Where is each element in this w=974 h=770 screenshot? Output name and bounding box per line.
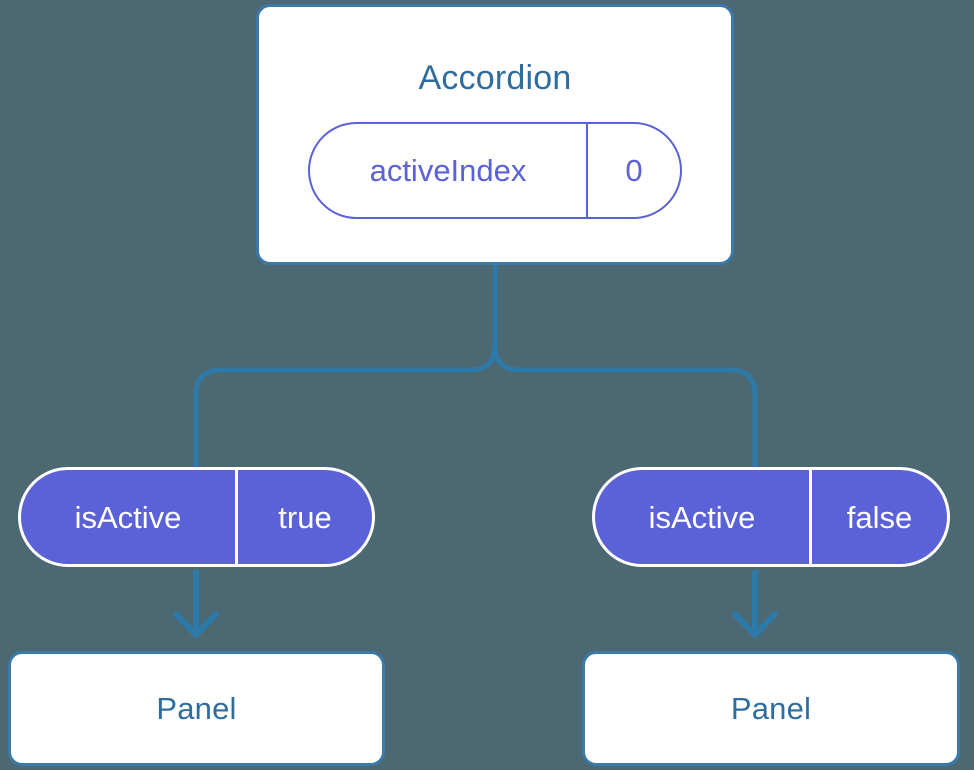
prop-pill-isactive-false[interactable]: isActive false xyxy=(592,467,950,567)
arrow-left-head-icon xyxy=(173,611,219,638)
prop-pill-value: false xyxy=(846,499,913,535)
state-pill-activeindex[interactable]: activeIndex 0 xyxy=(308,122,682,219)
prop-pill-key: isActive xyxy=(21,470,238,564)
state-pill-key: activeIndex xyxy=(310,124,588,217)
arrow-right-head-icon xyxy=(732,611,778,638)
prop-pill-value: true xyxy=(278,499,332,535)
component-card-panel-right[interactable]: Panel xyxy=(582,651,960,766)
prop-pill-key: isActive xyxy=(595,470,812,564)
prop-pill-isactive-true[interactable]: isActive true xyxy=(18,467,375,567)
connector-left-branch xyxy=(193,262,498,470)
state-pill-value: 0 xyxy=(625,153,643,188)
connector-right-branch xyxy=(492,262,758,470)
component-title-panel: Panel xyxy=(730,691,812,726)
component-title-panel: Panel xyxy=(156,691,237,726)
component-title-accordion: Accordion xyxy=(418,59,572,97)
component-card-panel-left[interactable]: Panel xyxy=(8,651,385,766)
